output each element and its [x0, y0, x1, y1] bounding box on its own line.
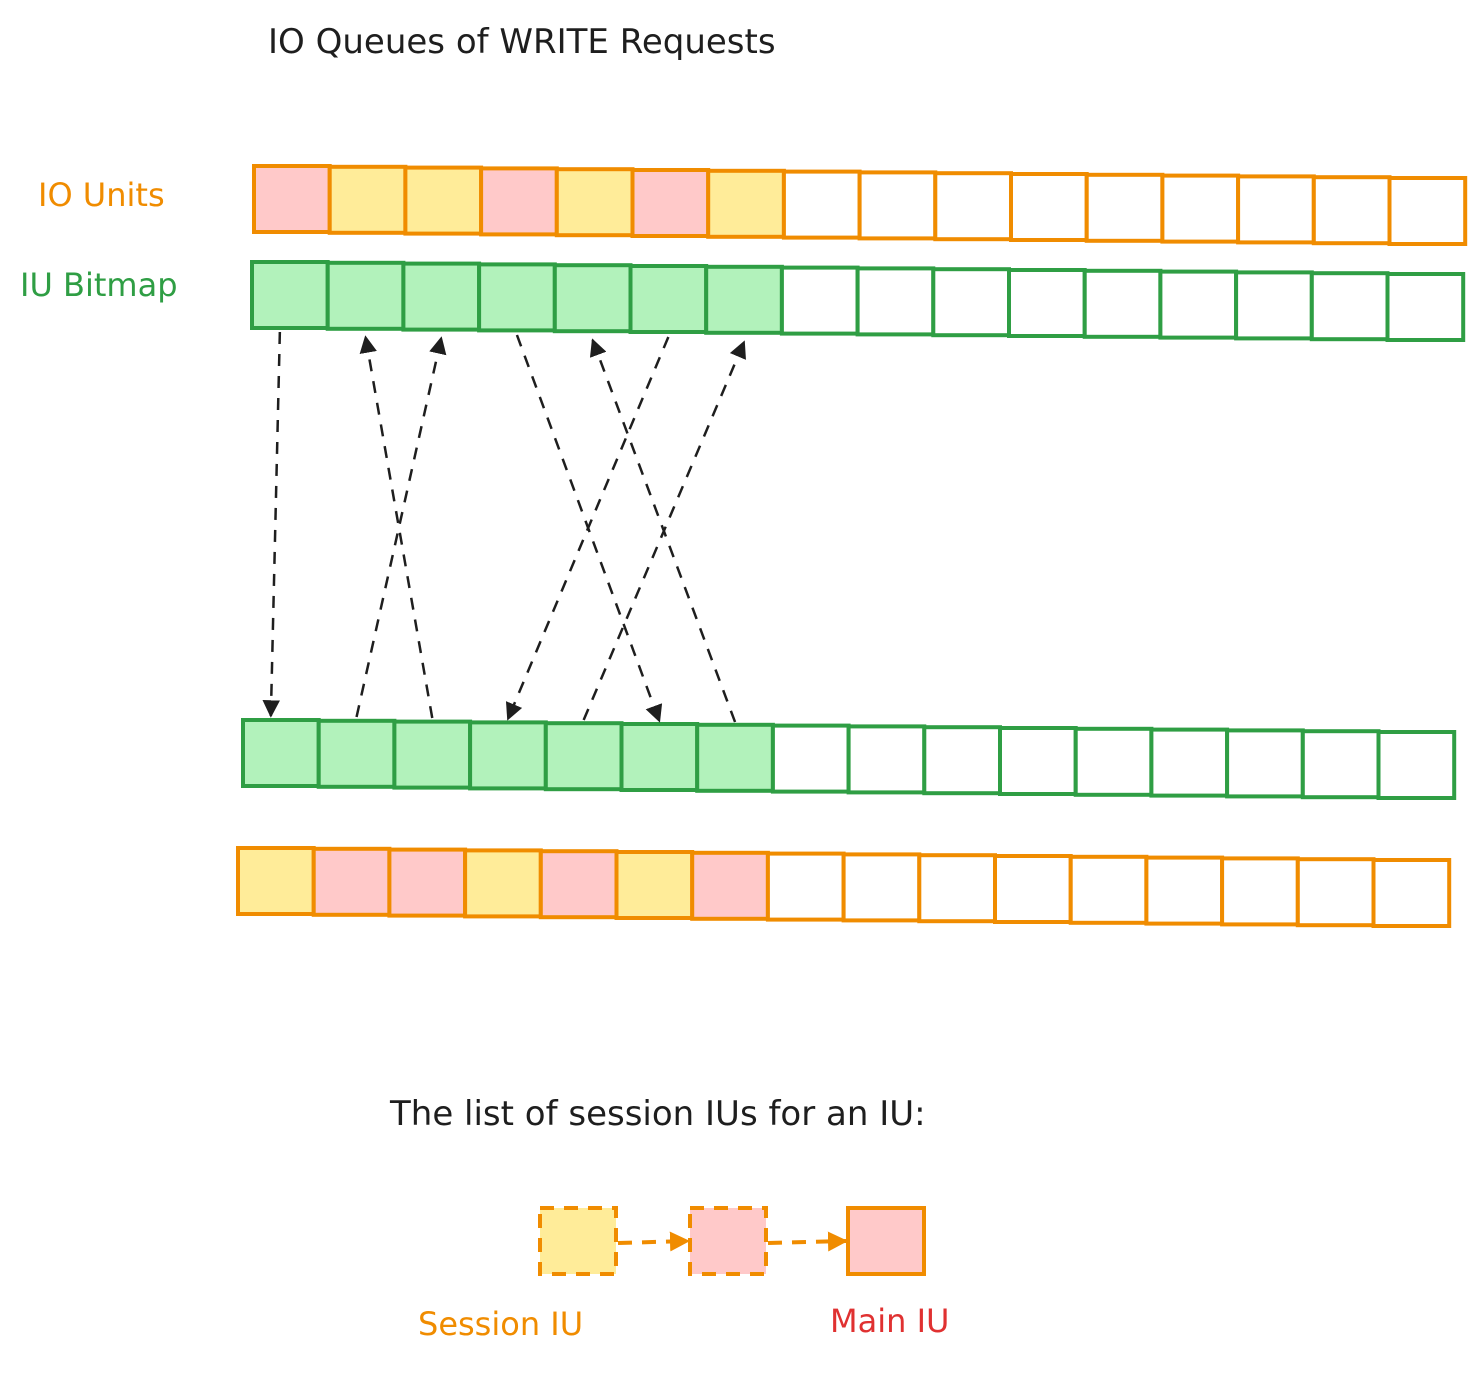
io-units-top-cell-empty [1009, 172, 1089, 242]
io-units-bottom-cell-pink [690, 850, 770, 921]
iu-bitmap-bottom-cell-empty [1300, 729, 1381, 800]
iu-bitmap-top-cell-green [401, 261, 482, 332]
iu-bitmap-bottom-cell-empty [1073, 726, 1154, 797]
iu-bitmap-bottom-cell-empty [998, 726, 1078, 796]
iu-bitmap-label: IU Bitmap [20, 266, 178, 304]
io-units-bottom-cell-empty [1220, 856, 1300, 927]
iu-bitmap-bottom-cell-empty [1376, 730, 1457, 800]
queue-rows [236, 164, 1468, 928]
legend-chain [538, 1206, 926, 1276]
iu-bitmap-top-cell-green [704, 264, 784, 335]
io-units-bottom-cell-pink [387, 847, 468, 918]
io-units-bottom-cell-empty [993, 854, 1073, 924]
diagram-title: IO Queues of WRITE Requests [268, 22, 776, 62]
iu-bitmap-top-cell-empty [1309, 271, 1390, 342]
session-iu-label: Session IU [418, 1305, 584, 1343]
io-units-top-cell-empty [781, 169, 862, 240]
io-units-top-cell-empty [1236, 174, 1316, 245]
mapping-arrow [355, 336, 447, 718]
iu-bitmap-bottom-cell-empty [1149, 727, 1230, 798]
io-units-bottom-cell-empty [765, 851, 846, 922]
mapping-arrow [359, 335, 434, 719]
io-units-bottom-cell-empty [1068, 854, 1149, 925]
iu-bitmap-bottom-cell-green [468, 720, 548, 791]
iu-bitmap-top-cell-empty [931, 267, 1011, 338]
iu-bitmap-top-row [250, 260, 1466, 342]
chain-arrow [617, 1231, 690, 1252]
iu-bitmap-top-cell-green [250, 260, 330, 330]
io-units-bottom-cell-pink [311, 846, 392, 917]
io-units-top-cell-pink [252, 164, 332, 234]
iu-bitmap-bottom-cell-green [543, 721, 624, 792]
io-units-top-row [252, 164, 1468, 246]
io-units-top-cell-empty [1160, 173, 1241, 244]
io-units-bottom-cell-empty [1144, 855, 1225, 926]
io-units-top-cell-empty [1311, 175, 1392, 246]
mapping-arrow [262, 331, 282, 718]
mapping-arrows [262, 331, 746, 723]
iu-bitmap-bottom-cell-empty [846, 724, 927, 795]
io-units-bottom-cell-empty [917, 853, 997, 924]
io-units-top-cell-pink [630, 168, 711, 238]
iu-bitmap-top-cell-green [325, 260, 406, 331]
iu-bitmap-top-cell-empty [1385, 272, 1466, 342]
io-units-bottom-cell-pink [538, 849, 619, 920]
io-units-bottom-cell-yellow [236, 846, 316, 916]
iu-bitmap-top-cell-empty [1234, 270, 1314, 341]
iu-bitmap-bottom-cell-empty [1225, 728, 1305, 799]
iu-bitmap-bottom-cell-green [316, 718, 397, 789]
iu-bitmap-top-cell-empty [1007, 268, 1087, 338]
io-units-bottom-cell-yellow [614, 850, 695, 920]
io-units-top-cell-pink [479, 166, 559, 237]
legend-title: The list of session IUs for an IU: [390, 1094, 926, 1134]
session-iu-box [538, 1206, 618, 1276]
iu-bitmap-bottom-cell-green [619, 722, 700, 792]
iu-bitmap-bottom-cell-green [241, 718, 321, 788]
iu-bitmap-top-cell-green [552, 263, 633, 334]
io-units-top-cell-empty [1387, 176, 1468, 246]
mapping-arrow [582, 340, 746, 721]
session-iu-box [688, 1206, 768, 1276]
io-units-top-cell-yellow [706, 168, 786, 239]
io-units-top-cell-empty [933, 171, 1013, 242]
main-iu-box [846, 1206, 926, 1276]
iu-bitmap-bottom-cell-green [695, 722, 775, 793]
iu-bitmap-top-cell-empty [1082, 268, 1163, 339]
io-units-top-cell-yellow [554, 167, 635, 238]
chain-arrow [767, 1231, 848, 1252]
iu-bitmap-top-cell-empty [779, 265, 860, 336]
io-units-top-cell-empty [857, 170, 938, 241]
io-units-bottom-cell-empty [1371, 858, 1452, 928]
iu-bitmap-bottom-row [241, 718, 1457, 800]
io-units-bottom-cell-yellow [463, 848, 543, 919]
mapping-arrow [505, 336, 670, 721]
io-units-bottom-row [236, 846, 1452, 928]
iu-bitmap-top-cell-empty [855, 266, 936, 337]
io-units-top-cell-yellow [403, 165, 484, 236]
io-units-bottom-cell-empty [841, 852, 922, 923]
iu-bitmap-top-cell-green [628, 264, 709, 334]
iu-bitmap-top-cell-green [477, 262, 557, 333]
io-units-top-cell-empty [1084, 172, 1165, 243]
io-units-bottom-cell-empty [1295, 857, 1376, 928]
iu-bitmap-bottom-cell-empty [922, 725, 1002, 796]
main-iu-label: Main IU [830, 1302, 950, 1340]
io-units-label: IO Units [38, 176, 165, 214]
iu-bitmap-top-cell-empty [1158, 269, 1239, 340]
io-units-top-cell-yellow [327, 164, 408, 235]
iu-bitmap-bottom-cell-green [392, 719, 473, 790]
iu-bitmap-bottom-cell-empty [770, 723, 851, 794]
